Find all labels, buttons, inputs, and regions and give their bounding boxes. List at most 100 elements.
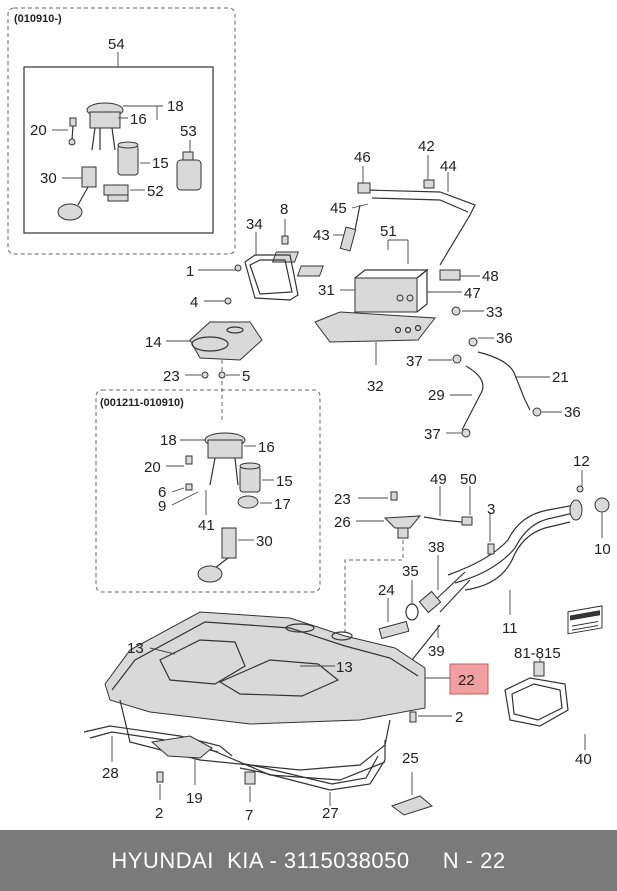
label-20-upper: 20 [30, 122, 47, 139]
label-23-upper: 23 [163, 368, 180, 385]
label-14: 14 [145, 334, 162, 351]
label-8: 8 [280, 201, 288, 218]
clip-33 [451, 306, 461, 316]
label-19: 19 [186, 790, 203, 807]
bolt-5 [218, 371, 226, 379]
label-5: 5 [242, 368, 250, 385]
label-48: 48 [482, 268, 499, 285]
label-30-upper: 30 [40, 170, 57, 187]
filler-neck-11 [447, 499, 583, 591]
label-21: 21 [552, 369, 569, 386]
label-26: 26 [334, 514, 351, 531]
label-27: 27 [322, 805, 339, 822]
label-2-right: 2 [455, 709, 463, 726]
canister-31 [354, 268, 429, 313]
label-9: 9 [158, 498, 166, 515]
label-31: 31 [318, 282, 335, 299]
hose-21-29 [452, 337, 542, 438]
label-53: 53 [180, 123, 197, 140]
hose-connector-48 [439, 269, 461, 281]
label-34: 34 [246, 216, 263, 233]
bolt-3 [487, 543, 495, 555]
label-32: 32 [367, 378, 384, 395]
label-47: 47 [464, 285, 481, 302]
label-54: 54 [108, 36, 125, 53]
protector-34 [244, 254, 299, 301]
label-30-lower: 30 [256, 533, 273, 550]
lower-part-20 [185, 455, 193, 465]
upper-pump-53 [176, 151, 202, 191]
pad-25 [390, 795, 434, 816]
label-24: 24 [378, 582, 395, 599]
label-12: 12 [573, 453, 590, 470]
label-7: 7 [245, 807, 253, 824]
label-15-upper: 15 [152, 155, 169, 172]
nut-8 [281, 235, 289, 245]
hose-49 [423, 516, 463, 523]
bolt-2-bottom [156, 771, 164, 783]
clamp-35 [405, 603, 419, 621]
label-45: 45 [330, 200, 347, 217]
label-46: 46 [354, 149, 371, 166]
nut-7 [244, 771, 256, 785]
packing-plate-14 [189, 321, 263, 361]
label-51: 51 [380, 223, 397, 240]
label-20-lower: 20 [144, 459, 161, 476]
label-52: 52 [147, 183, 164, 200]
label-42: 42 [418, 138, 435, 155]
label-3: 3 [487, 501, 495, 518]
caution-label-40 [567, 605, 603, 635]
label-6: 6 [158, 484, 166, 501]
label-4: 4 [190, 294, 198, 311]
upper-pump-15 [117, 141, 139, 176]
label-41: 41 [198, 517, 215, 534]
label-37-upper: 37 [406, 353, 423, 370]
label-36-upper: 36 [496, 330, 513, 347]
label-13-right: 13 [336, 659, 353, 676]
label-28: 28 [102, 765, 119, 782]
label-22-highlight [449, 663, 489, 695]
label-13-left: 13 [127, 640, 144, 657]
vent-hose-assembly [339, 179, 476, 266]
label-50: 50 [460, 471, 477, 488]
label-38: 38 [428, 539, 445, 556]
label-22: 22 [458, 672, 475, 689]
label-11: 11 [502, 620, 518, 637]
label-16-lower: 16 [258, 439, 275, 456]
label-10: 10 [594, 541, 611, 558]
lower-group-label: (001211-010910) [100, 397, 184, 409]
lower-pump-15 [239, 462, 261, 493]
label-81-815: 81-815 [514, 645, 561, 662]
hose-24 [378, 620, 410, 640]
label-25: 25 [402, 750, 419, 767]
upper-fuel-pump-module [86, 102, 124, 151]
label-36-lower: 36 [564, 404, 581, 421]
lower-part-6 [185, 483, 193, 491]
label-17: 17 [274, 496, 291, 513]
label-2-bottom: 2 [155, 805, 163, 822]
breather-hose-38-39 [407, 571, 471, 666]
label-35: 35 [402, 563, 419, 580]
label-37-lower: 37 [424, 426, 441, 443]
upper-inner-box [23, 66, 214, 234]
fuel-tank-22 [104, 611, 426, 781]
upper-group-box [7, 7, 236, 255]
label-16-upper: 16 [130, 111, 147, 128]
label-1: 1 [186, 263, 194, 280]
footer-text: HYUNDAI KIA - 3115038050 N - 22 [111, 847, 506, 873]
protector-19 [150, 735, 213, 759]
upper-sender-part-20 [68, 117, 77, 146]
label-44: 44 [440, 158, 457, 175]
lower-fuel-pump-module [204, 432, 246, 486]
lower-float-30 [197, 527, 237, 583]
valve-26 [383, 491, 422, 539]
bolt-1 [234, 264, 242, 272]
bolt-23-upper [201, 371, 209, 379]
label-18-upper: 18 [167, 98, 184, 115]
filler-cap-10 [594, 497, 610, 513]
band-27 [239, 740, 386, 791]
label-29: 29 [428, 387, 445, 404]
upper-bracket-52 [103, 184, 129, 202]
fuel-tank-parts-diagram: (010910-) 54 18 16 20 15 53 30 [7, 7, 611, 824]
label-15-lower: 15 [276, 473, 293, 490]
